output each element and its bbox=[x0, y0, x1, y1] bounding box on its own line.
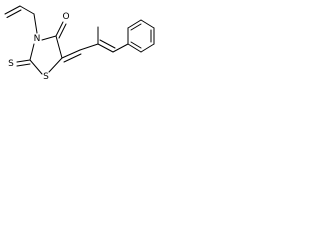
allyl-group bbox=[4, 5, 38, 34]
bond-allyl-terminal bbox=[4, 5, 21, 15]
atom-labels: O N S S bbox=[8, 12, 69, 82]
bond-s1-c2 bbox=[29, 59, 43, 75]
thione-group bbox=[16, 59, 31, 67]
atom-oxygen: O bbox=[62, 12, 69, 22]
bond-n-c4 bbox=[41, 35, 57, 41]
bond-c5-exo-double bbox=[63, 53, 82, 63]
bond-c5-exo bbox=[61, 49, 81, 59]
bond-cme-ch-double bbox=[99, 39, 116, 49]
bond-ph-inner-3 bbox=[130, 41, 142, 49]
bond-c4-o bbox=[55, 21, 64, 37]
bond-ph-5 bbox=[140, 43, 155, 53]
carbonyl-group bbox=[55, 21, 67, 39]
atom-sulfur-thione: S bbox=[8, 59, 14, 69]
bond-cme-ch bbox=[97, 43, 114, 53]
chemical-structure: O N S S bbox=[4, 5, 155, 82]
bond-ph-3 bbox=[140, 19, 155, 29]
atom-nitrogen: N bbox=[34, 34, 41, 44]
bond-c5-s1 bbox=[48, 57, 63, 73]
bond-exo-cme bbox=[79, 43, 99, 51]
bond-allyl-to-n bbox=[33, 13, 38, 34]
bond-ph-6 bbox=[127, 43, 142, 53]
bond-ph-2 bbox=[127, 19, 142, 29]
bond-c2-n bbox=[29, 43, 35, 61]
bond-ch-phenyl bbox=[112, 43, 129, 53]
alkylidene-chain bbox=[61, 26, 129, 63]
bond-allyl-middle bbox=[19, 5, 35, 15]
phenyl-ring bbox=[127, 19, 155, 53]
bond-c4-c5 bbox=[55, 35, 63, 59]
bond-c2-s bbox=[16, 59, 31, 63]
bond-ph-inner-1 bbox=[130, 23, 142, 31]
bond-c2-s-double bbox=[16, 63, 31, 67]
bond-allyl-terminal-double bbox=[6, 9, 22, 18]
atom-sulfur-ring: S bbox=[43, 72, 49, 82]
thiazolidine-ring bbox=[29, 35, 63, 75]
bond-c4-o-double bbox=[58, 23, 67, 39]
